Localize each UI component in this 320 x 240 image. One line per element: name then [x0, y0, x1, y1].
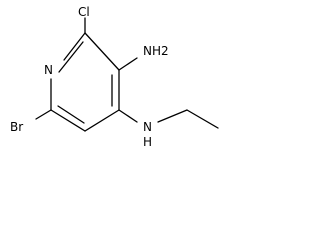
- amine-hydrogen-label: H: [143, 135, 152, 148]
- bond-c3-nh2: [118, 57, 138, 71]
- molecule-structure: N Cl NH2 Br N H: [10, 5, 219, 148]
- bond-c4-c5: [84, 109, 120, 132]
- bond-n1-c2-double: [58, 41, 84, 73]
- ring-nitrogen-label: N: [44, 63, 53, 77]
- bond-nh-ch2: [157, 109, 188, 123]
- amino-label: NH2: [143, 44, 169, 58]
- bond-c6-br: [35, 109, 52, 120]
- amine-nitrogen-label: N: [143, 120, 152, 134]
- bond-c5-c6: [50, 109, 86, 132]
- atom-labels: N Cl NH2 Br N H: [10, 5, 169, 148]
- bond-c2-c3: [84, 32, 120, 71]
- bond-c5-c6-double: [57, 105, 85, 124]
- bonds: [35, 17, 219, 132]
- bond-c4-nh: [118, 109, 138, 123]
- chlorine-label: Cl: [78, 5, 90, 19]
- bond-ch2-ch3: [186, 109, 219, 129]
- bromine-label: Br: [10, 120, 23, 134]
- bond-n1-c2: [63, 32, 86, 61]
